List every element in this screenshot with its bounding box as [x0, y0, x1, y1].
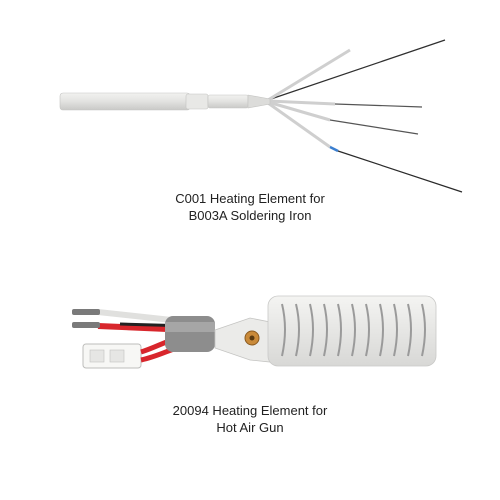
- caption-line: 20094 Heating Element for: [172, 403, 328, 418]
- caption-line: B003A Soldering Iron: [188, 208, 312, 223]
- caption-line: C001 Heating Element for: [175, 191, 325, 206]
- product-caption-2: 20094 Heating Element for Hot Air Gun: [0, 402, 500, 436]
- product-caption-1: C001 Heating Element for B003A Soldering…: [0, 190, 500, 224]
- soldering-iron-heating-element-image: [59, 39, 463, 193]
- caption-line: Hot Air Gun: [216, 420, 284, 435]
